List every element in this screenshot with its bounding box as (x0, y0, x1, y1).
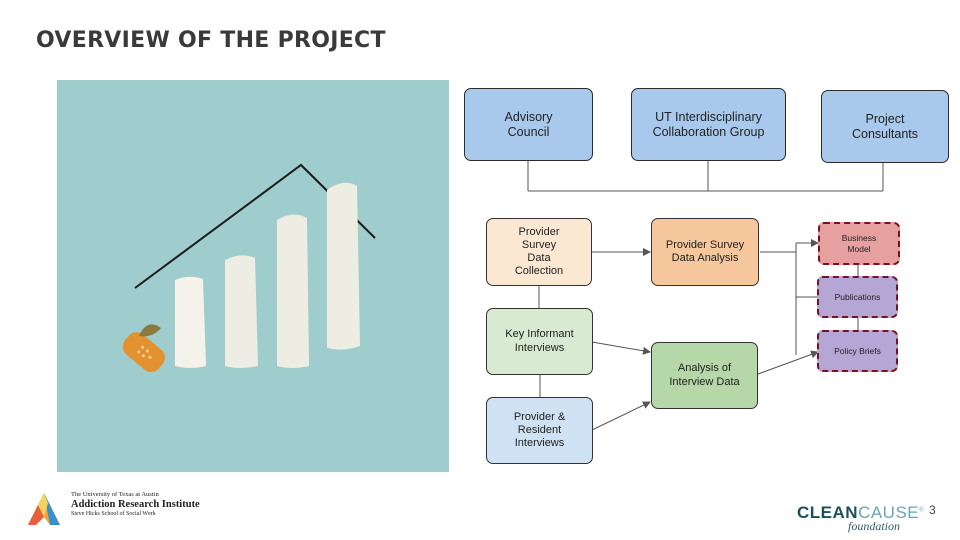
policy-briefs-label: Policy Briefs (834, 345, 881, 356)
university-line1: The University of Texas at Austin (71, 491, 159, 498)
cleancause-clean: CLEAN (797, 503, 859, 522)
university-text: The University of Texas at Austin Addict… (71, 491, 200, 517)
bar-1 (175, 276, 206, 368)
provider-resident-box: Provider & Resident Interviews (486, 397, 593, 464)
cleancause-logo: CLEANCAUSE® foundation (797, 503, 927, 535)
survey-collection-box: Provider Survey Data Collection (486, 218, 592, 286)
ut-group-label: UT Interdisciplinary Collaboration Group (652, 109, 765, 139)
advisory-council-label: Advisory Council (504, 109, 553, 139)
cleancause-cause: CAUSE (858, 503, 920, 522)
university-line2: Addiction Research Institute (71, 499, 200, 510)
cleancause-tm: ® (919, 507, 925, 514)
ari-logo-icon (28, 493, 60, 525)
survey-analysis-label: Provider Survey Data Analysis (665, 238, 745, 264)
university-line3: Steve Hicks School of Social Work (71, 511, 156, 517)
publications-box: Publications (817, 276, 898, 318)
publications-label: Publications (834, 291, 881, 302)
ut-group-box: UT Interdisciplinary Collaboration Group (631, 88, 786, 161)
key-informant-box: Key Informant Interviews (486, 308, 593, 375)
arrow-interview-out (757, 350, 819, 375)
cleancause-foundation: foundation (848, 519, 901, 533)
arrow-informant-analysis (591, 341, 651, 355)
bar-2 (225, 255, 258, 368)
advisory-council-box: Advisory Council (464, 88, 593, 161)
provider-resident-label: Provider & Resident Interviews (513, 410, 566, 450)
arrow-resident-analysis (591, 401, 651, 431)
key-informant-label: Key Informant Interviews (505, 328, 574, 354)
cleancause-wordmark: CLEANCAUSE® (797, 503, 924, 523)
consultants-box: Project Consultants (821, 90, 949, 163)
business-model-label: Business Model (841, 233, 877, 254)
pill-icon (122, 332, 165, 373)
bar-3 (277, 214, 309, 368)
survey-collection-label: Provider Survey Data Collection (514, 225, 564, 278)
university-logo: The University of Texas at Austin Addict… (24, 489, 224, 531)
bar-4 (327, 182, 360, 350)
slide-title: OVERVIEW OF THE PROJECT (36, 28, 386, 53)
interview-analysis-label: Analysis of Interview Data (669, 362, 740, 388)
leaf-icon (139, 324, 161, 337)
consultants-label: Project Consultants (851, 111, 918, 141)
survey-analysis-box: Provider Survey Data Analysis (651, 218, 759, 286)
page-number: 3 (929, 503, 936, 517)
business-model-box: Business Model (818, 222, 900, 265)
policy-briefs-box: Policy Briefs (817, 330, 898, 372)
growth-illustration (57, 80, 449, 472)
interview-analysis-box: Analysis of Interview Data (651, 342, 758, 409)
